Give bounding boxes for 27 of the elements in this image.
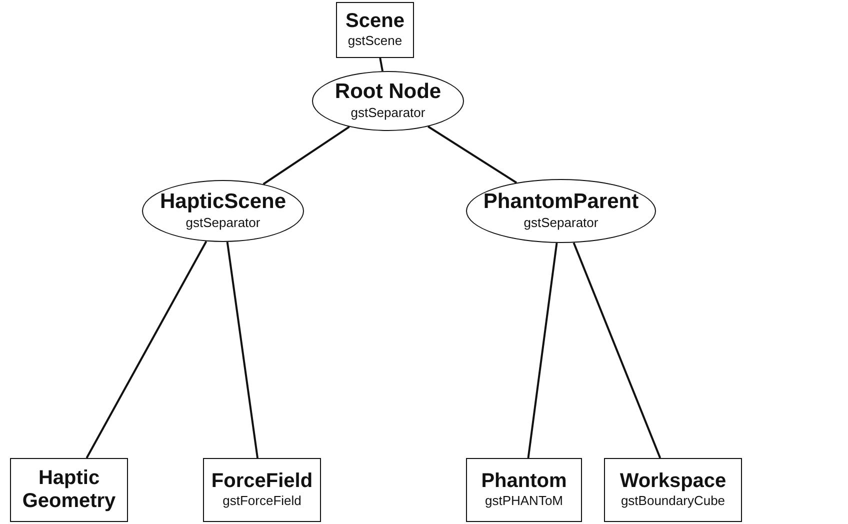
connector-line	[86, 240, 208, 458]
leaf-node-box	[203, 458, 321, 522]
node-title: Workspace	[620, 470, 726, 494]
connector-line	[262, 126, 350, 185]
node-class-name: gstSeparator	[350, 104, 426, 122]
node-title: PhantomParent	[483, 190, 639, 215]
connector-line	[428, 126, 518, 184]
node-class-name: gstBoundaryCube	[620, 493, 726, 510]
node-title: ForceField	[211, 470, 313, 494]
node-class-name: gstSeparator	[186, 214, 260, 232]
node-class-name: gstForceField	[222, 493, 302, 510]
node-class-name: gstPHANToM	[484, 493, 564, 510]
leaf-node-box	[604, 458, 742, 522]
connector-line	[226, 242, 259, 458]
connector-line	[379, 58, 384, 72]
node-title: Root Node	[334, 80, 442, 105]
connector-line	[527, 242, 558, 458]
node-title: HapticScene	[160, 190, 286, 215]
node-title: Haptic Geometry	[21, 467, 117, 513]
leaf-node-box	[10, 458, 128, 522]
leaf-node-box	[466, 458, 582, 522]
node-class-name: gstSeparator	[524, 214, 598, 232]
leaf-node-box	[336, 2, 414, 58]
node-class-name: gstScene	[348, 33, 402, 50]
node-title: Scene	[346, 10, 404, 34]
node-title: Phantom	[481, 470, 567, 494]
connector-line	[572, 242, 662, 458]
